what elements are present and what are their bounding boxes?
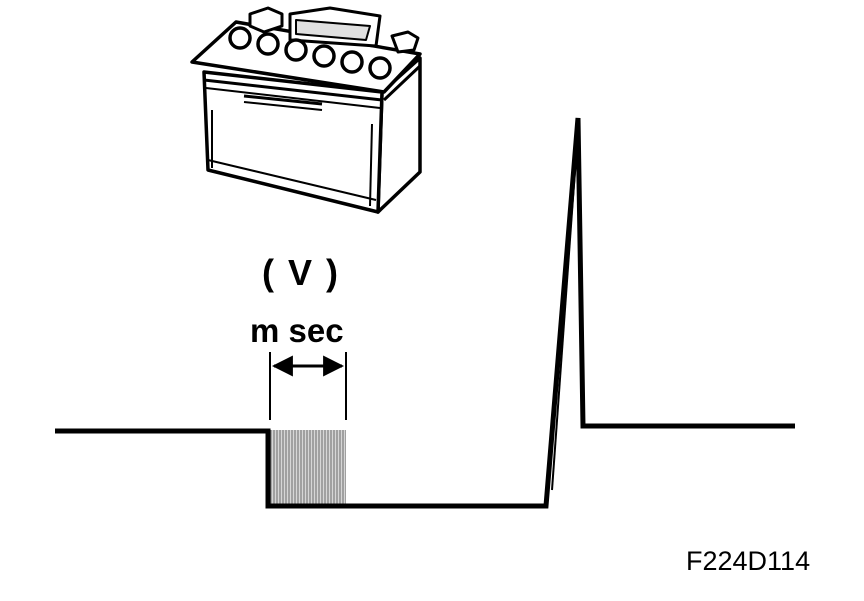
voltage-unit-label: ( V ) <box>262 252 340 293</box>
voltage-waveform <box>55 117 795 509</box>
spike-inner-edge <box>551 169 576 491</box>
time-unit-label: m sec <box>250 312 344 349</box>
figure-id-label: F224D114 <box>686 546 811 576</box>
time-interval-markers <box>269 352 347 420</box>
pulse-shade <box>270 430 346 506</box>
car-battery-icon <box>190 6 422 214</box>
